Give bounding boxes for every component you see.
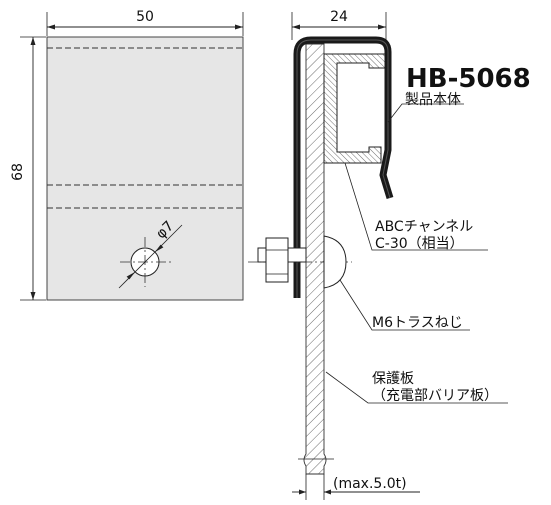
side-view: 24 (max.5.0t) [248,9,531,500]
channel-label-line2: C-30（相当） [375,236,464,252]
depth-label: 24 [330,9,348,25]
product-body-label: 製品本体 [405,92,461,108]
truss-head [323,235,347,289]
thickness-dimension: (max.5.0t) [292,474,420,500]
leader-lines [325,103,508,404]
abc-channel [323,53,387,164]
height-dimension: 68 [10,36,46,301]
m6-bolt [248,235,352,289]
width-label: 50 [136,9,154,25]
plate-label-line1: 保護板 [372,371,414,387]
nut [265,237,289,283]
thickness-label: (max.5.0t) [333,476,407,492]
depth-dimension: 24 [291,9,387,40]
plate-label-line2: （充電部バリア板） [372,388,498,404]
screw-label: M6トラスねじ [372,315,463,331]
front-view: 50 68 φ7 [10,9,244,301]
model-number: HB-5068 [406,64,531,94]
height-label: 68 [10,163,26,181]
width-dimension: 50 [46,9,244,36]
channel-label-line1: ABCチャンネル [375,219,473,235]
